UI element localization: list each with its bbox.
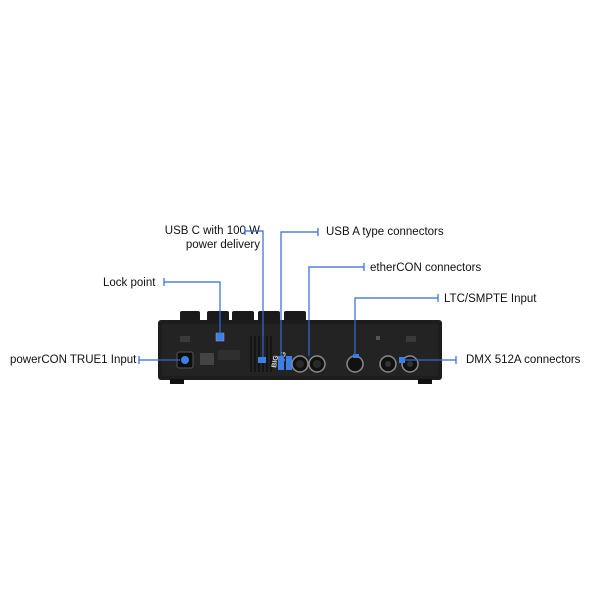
usb-a-ports — [278, 356, 292, 370]
ethercon-connectors — [291, 355, 326, 373]
leader-endpoints — [182, 333, 405, 363]
callout-lock-point: Lock point — [103, 277, 156, 289]
callout-usb-c: USB C with 100 W power delivery — [120, 224, 260, 252]
callout-ltc: LTC/SMPTE Input — [444, 293, 537, 305]
callout-powercon: powerCON TRUE1 Input — [10, 354, 137, 366]
leader-lines — [138, 227, 457, 364]
foot-right — [418, 379, 432, 384]
foot-left — [170, 379, 184, 384]
brand-line1: BIG — [271, 354, 280, 368]
callout-dmx: DMX 512A connectors — [466, 354, 581, 366]
callout-usb-c-line1: USB C with 100 W — [164, 225, 260, 237]
dmx-connectors — [379, 355, 419, 373]
callout-usb-c-line2: power delivery — [185, 239, 260, 251]
callout-usb-a: USB A type connectors — [326, 226, 444, 238]
callout-ethercon: etherCON connectors — [370, 262, 482, 274]
